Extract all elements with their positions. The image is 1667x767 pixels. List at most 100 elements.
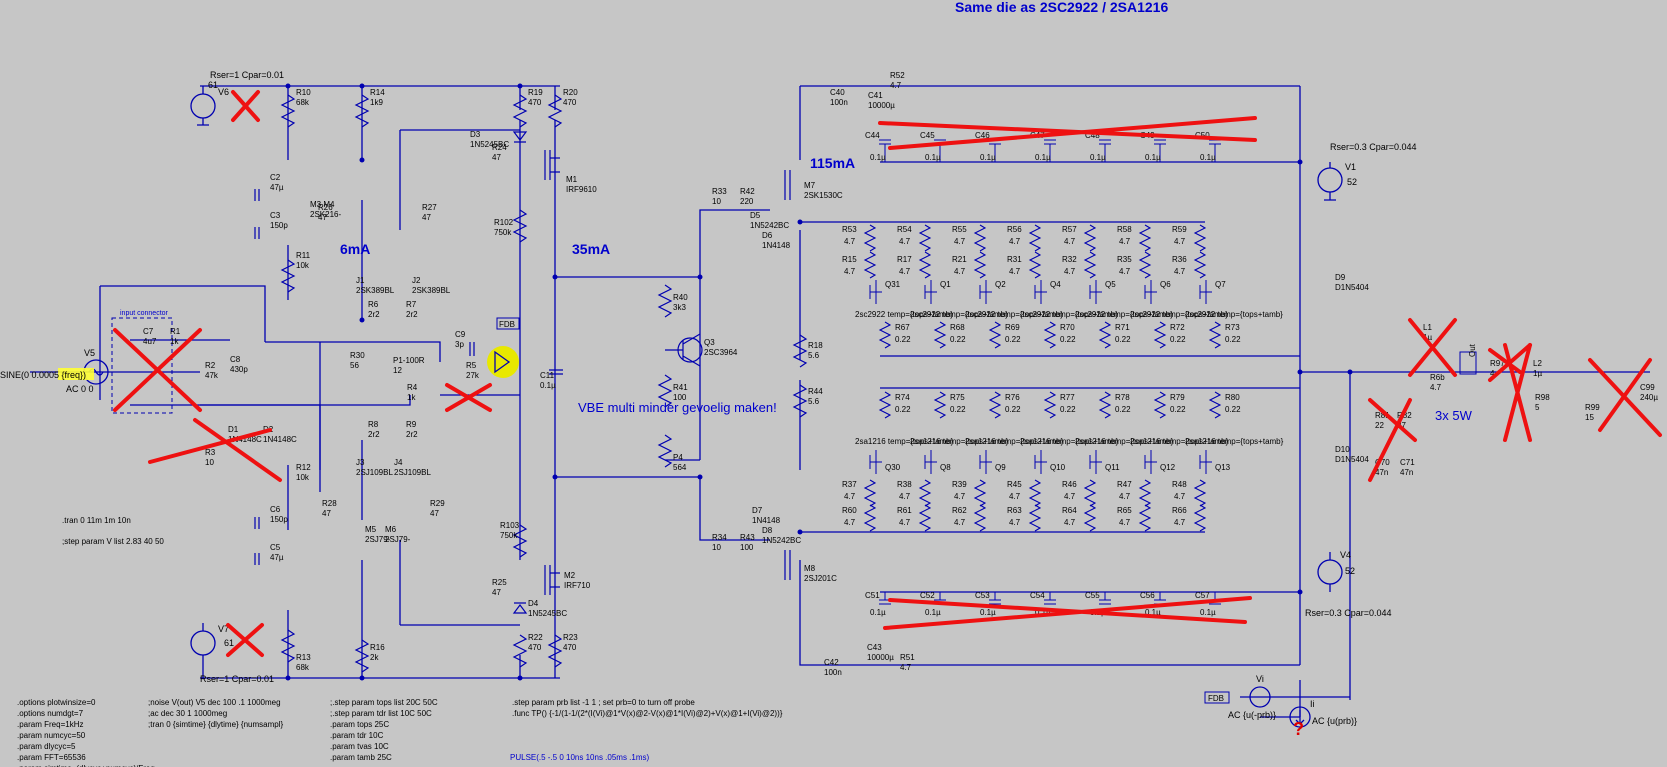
source-v6[interactable] [190,86,216,126]
source-v4[interactable] [1317,552,1343,592]
part-value: 47k [205,371,219,380]
pnp-emitter-r-value: 0.22 [1115,405,1131,414]
part-name: R51 [900,653,915,662]
npn-transistor-symbol [1034,280,1047,304]
npn-model-label: 2sc2922 temp={tops+tamb} [910,310,1008,319]
part-name: C8 [230,355,241,364]
part-name: R6 [368,300,379,309]
fdb-tag-probe[interactable]: FDB [496,317,520,330]
npn-transistor-label: Q6 [1160,280,1171,289]
part-value: 2SK216- [310,210,341,219]
part-name: D4 [528,599,539,608]
source-v7[interactable] [190,623,216,678]
part-name: R41 [673,383,688,392]
npn-model-label: 2sc2922 temp={tops+tamb} [1075,310,1173,319]
out-tag[interactable]: Out [1459,343,1477,375]
part-value: IRF9610 [566,185,597,194]
pnp-transistor-label: Q12 [1160,463,1176,472]
directives-col4: .step param prb list -1 1 ; set prb=0 to… [512,698,783,718]
pnp-rb-value: 4.7 [1119,492,1131,501]
npn-re-name: R17 [897,255,912,264]
pnp-re-name: R61 [897,506,912,515]
part-value: 4u7 [143,337,157,346]
part-name: C9 [455,330,466,339]
npn-rb-value: 4.7 [1119,237,1131,246]
directive-line: .param tops 25C [330,720,389,729]
part-value: 2r2 [368,310,380,319]
part-name: C43 [867,643,882,652]
pnp-model-label: 2sa1216 temp={tops+tamb} [1075,437,1174,446]
directive-line: ;tran 0 {simtime} {dlytime} {numsampl} [148,720,284,729]
fdb-tag-bottom[interactable]: FDB [1204,691,1230,704]
part-name: R19 [528,88,543,97]
symbol-set [254,94,808,673]
part-name: R16 [370,643,385,652]
bottom-cap-name: C57 [1195,591,1210,600]
pnp-transistor-symbol [979,450,992,474]
capacitor-symbol [989,592,1001,605]
pnp-transistor-symbol [1199,450,1212,474]
directive-line: .param tvas 10C [330,742,389,751]
pnp-re-value: 4.7 [844,518,856,527]
part-value: 1N5242BC [750,221,789,230]
pnp-rb-name: R39 [952,480,967,489]
part-value: 2k [370,653,379,662]
pnp-transistor-symbol [924,450,937,474]
fdb-probe-highlight[interactable] [487,346,519,378]
pnp-transistor-symbol [1089,450,1102,474]
part-name: R43 [740,533,755,542]
question-mark: ? [1293,719,1304,739]
pnp-emitter-r-value: 0.22 [1005,405,1021,414]
directive-line: .step param prb list -1 1 ; set prb=0 to… [512,698,695,707]
v4-value: 52 [1345,566,1355,576]
part-value: 470 [563,98,577,107]
bottom-cap-value: 0.1µ [980,608,996,617]
npn-model-label: 2sc2922 temp={tops+tamb} [965,310,1063,319]
part-value: 10k [296,261,310,270]
pnp-rb-value: 4.7 [899,492,911,501]
resistor-symbol [1193,224,1207,252]
probe-vi[interactable] [1249,686,1271,708]
vi-value: AC {u(-prb)} [1228,710,1276,720]
bottom-cap-value: 0.1µ [1035,608,1051,617]
resistor-symbol [863,251,877,279]
pnp-emitter-r-value: 0.22 [1060,405,1076,414]
part-name: R27 [422,203,437,212]
part-value: 470 [563,643,577,652]
pnp-re-value: 4.7 [1174,518,1186,527]
pnp-re-name: R65 [1117,506,1132,515]
bottom-cap-name: C56 [1140,591,1155,600]
resistor-symbol [1028,479,1042,507]
part-name: R28 [322,499,337,508]
directive-line: ;ac dec 30 1 1000meg [148,709,227,718]
part-value: 1N4148C [228,435,262,444]
directive-line: ;.step param tdr list 10C 50C [330,709,432,718]
directive-line: ;noise V(out) V5 dec 100 .1 1000meg [148,698,281,707]
part-name: C5 [270,543,281,552]
probe-ii[interactable] [1289,706,1311,728]
npn-re-value: 4.7 [1119,267,1131,276]
npn-emitter-r-value: 0.22 [1170,335,1186,344]
npn-rb-value: 4.7 [1174,237,1186,246]
npn-model-label: 2sc2922 temp={tops+tamb} [1185,310,1283,319]
part-name: R102 [494,218,514,227]
v1-name: V1 [1345,162,1356,172]
npn-transistor-label: Q7 [1215,280,1226,289]
bottom-cap-value: 0.1µ [1145,608,1161,617]
source-v1[interactable] [1317,162,1343,201]
top-cap-value: 0.1µ [925,153,941,162]
part-name: M5 [365,525,377,534]
bottom-cap-value: 0.1µ [870,608,886,617]
npn-emitter-r-name: R70 [1060,323,1075,332]
pnp-rb-name: R38 [897,480,912,489]
vi-name: Vi [1256,674,1264,684]
npn-rb-name: R54 [897,225,912,234]
part-value: D1N5404 [1335,455,1369,464]
npn-re-name: R15 [842,255,857,264]
directive-line: .param numcyc=50 [17,731,86,740]
bottom-cap-name: C52 [920,591,935,600]
part-name: R3 [205,448,216,457]
top-cap-name: C44 [865,131,880,140]
npn-emitter-r-value: 0.22 [895,335,911,344]
